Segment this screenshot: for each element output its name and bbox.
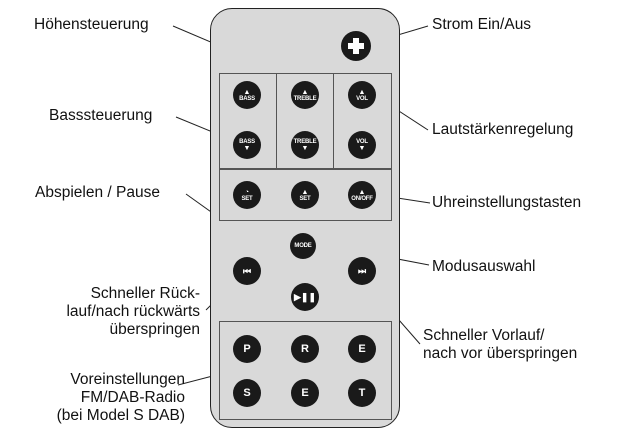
play-pause-button[interactable]: ▶❚❚ [291, 283, 319, 311]
label-lautstaerke: Lautstärkenregelung [432, 121, 574, 138]
alarm-set-button[interactable]: ▲ SET [291, 181, 319, 209]
label-hoehensteuerung: Höhensteuerung [34, 16, 149, 33]
preset-button-e1[interactable]: E [348, 335, 376, 363]
label-voreinstellungen: Voreinstellungen FM/DAB-Radio (bei Model… [56, 371, 185, 424]
bell-icon: ▲ [301, 188, 309, 196]
skip-forward-button[interactable]: ⏭ [348, 257, 376, 285]
mode-button[interactable]: MODE [290, 233, 316, 259]
triangle-down-icon: ▼ [243, 144, 251, 152]
treble-down-button[interactable]: TREBLE ▼ [291, 131, 319, 159]
tone-volume-panel [219, 73, 392, 169]
bell-icon: ▲ [358, 188, 366, 196]
triangle-down-icon: ▼ [301, 144, 309, 152]
alarm-onoff-button[interactable]: ▲ ON/OFF [348, 181, 376, 209]
skip-back-icon: ⏮ [242, 265, 252, 276]
treble-up-button[interactable]: ▲ TREBLE [291, 81, 319, 109]
skip-back-button[interactable]: ⏮ [233, 257, 261, 285]
clock-set-button[interactable]: ◔ SET [233, 181, 261, 209]
label-uhreinstellung: Uhreinstellungstasten [432, 194, 582, 211]
bass-up-button[interactable]: ▲ BASS [233, 81, 261, 109]
label-modusauswahl: Modusauswahl [432, 258, 536, 275]
preset-button-t[interactable]: T [348, 379, 376, 407]
preset-button-r[interactable]: R [291, 335, 319, 363]
power-button[interactable] [341, 31, 371, 61]
triangle-up-icon: ▲ [301, 88, 309, 96]
volume-up-button[interactable]: ▲ VOL [348, 81, 376, 109]
preset-panel [219, 321, 392, 420]
label-ruecklauf: Schneller Rück- lauf/nach rückwärts über… [66, 285, 200, 338]
skip-forward-icon: ⏭ [357, 265, 367, 276]
triangle-up-icon: ▲ [243, 88, 251, 96]
bass-down-button[interactable]: BASS ▼ [233, 131, 261, 159]
triangle-down-icon: ▼ [358, 144, 366, 152]
volume-down-button[interactable]: VOL ▼ [348, 131, 376, 159]
label-vorlauf: Schneller Vorlauf/ nach vor überspringen [423, 327, 578, 362]
preset-button-e2[interactable]: E [291, 379, 319, 407]
triangle-up-icon: ▲ [358, 88, 366, 96]
clock-panel [219, 169, 392, 221]
preset-button-s[interactable]: S [233, 379, 261, 407]
label-strom: Strom Ein/Aus [432, 16, 532, 33]
clock-icon: ◔ [244, 188, 250, 196]
label-basssteuerung: Basssteuerung [49, 107, 153, 124]
preset-button-p[interactable]: P [233, 335, 261, 363]
play-pause-icon: ▶❚❚ [293, 291, 316, 302]
label-abspielen: Abspielen / Pause [35, 184, 160, 201]
